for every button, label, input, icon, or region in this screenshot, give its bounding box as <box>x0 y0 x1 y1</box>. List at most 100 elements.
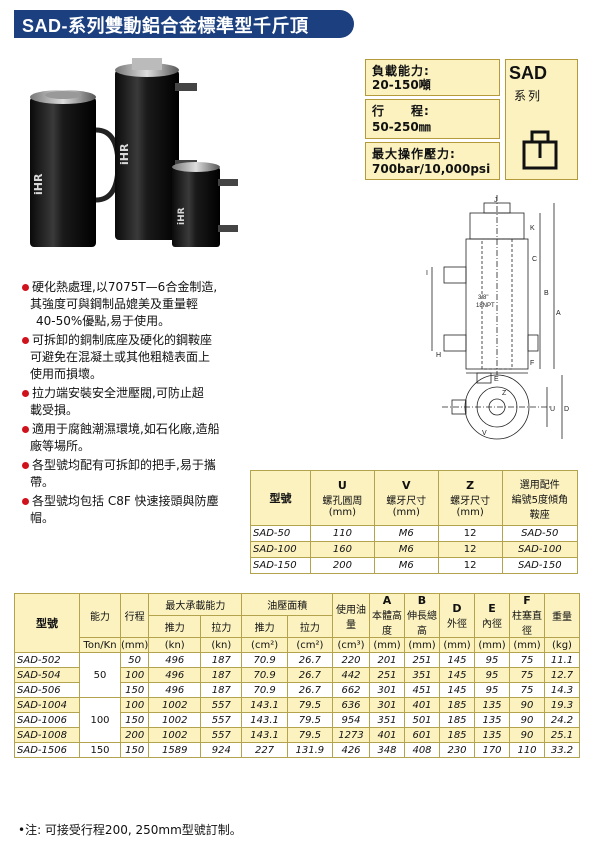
cell-push: 496 <box>148 652 202 668</box>
cell-model: SAD-502 <box>14 652 80 668</box>
capacity-label: 負載能力: <box>372 64 430 78</box>
main-header-area: 油壓面積 <box>241 593 333 616</box>
cell-a: 401 <box>369 727 405 743</box>
svg-text:iHR: iHR <box>177 207 187 225</box>
main-header-pull: 拉力 <box>200 615 243 638</box>
stroke-value: 50-250㎜ <box>372 120 431 134</box>
cell-push-area: 143.1 <box>241 727 288 743</box>
cell-weight: 19.3 <box>544 697 580 713</box>
cell-model: SAD-506 <box>14 682 80 698</box>
cell-a: 348 <box>369 742 405 758</box>
feature-line: 廠等場所。 <box>30 439 91 453</box>
dim-label-d: D <box>564 406 569 413</box>
main-header-capacity: 能力 <box>79 593 121 638</box>
feature-line: 其強度可與鋼制品媲美及重量輕 <box>30 297 199 311</box>
unit-a: (mm) <box>369 637 405 653</box>
cell-oil: 442 <box>332 667 370 683</box>
cell-z: 12 <box>437 541 503 558</box>
cell-a: 301 <box>369 697 405 713</box>
cell-push: 496 <box>148 682 202 698</box>
cell-d: 145 <box>439 682 475 698</box>
unit-push-area: (cm²) <box>241 637 288 653</box>
cell-b: 408 <box>404 742 440 758</box>
cell-oil: 220 <box>332 652 370 668</box>
cell-model: SAD-1004 <box>14 697 80 713</box>
cell-weight: 33.2 <box>544 742 580 758</box>
col-header-u: U 螺孔圓周 (mm) <box>309 470 375 526</box>
cell-stroke: 150 <box>119 682 150 698</box>
cell-b: 451 <box>404 682 440 698</box>
cell-push-area: 70.9 <box>241 682 288 698</box>
cell-d: 145 <box>439 667 475 683</box>
cell-e: 95 <box>474 682 510 698</box>
cell-e: 135 <box>474 697 510 713</box>
cell-e: 95 <box>474 652 510 668</box>
dim-label-c: C <box>532 256 537 263</box>
cell-pull: 557 <box>200 697 243 713</box>
cell-weight: 24.2 <box>544 712 580 728</box>
unit-capacity: Ton/Kn <box>79 637 121 653</box>
unit-weight: (kg) <box>544 637 580 653</box>
cell-d: 185 <box>439 712 475 728</box>
cell-pull-area: 131.9 <box>286 742 334 758</box>
bullet-dot <box>22 426 29 433</box>
feature-line: 拉力端安裝安全泄壓閥,可防止超 <box>32 386 204 400</box>
cell-oil: 954 <box>332 712 370 728</box>
cell-stroke: 150 <box>119 712 150 728</box>
main-header-weight: 重量 <box>544 593 580 638</box>
capacity-value: 20-150噸 <box>372 78 431 92</box>
cell-oil: 636 <box>332 697 370 713</box>
title-bar <box>14 10 354 38</box>
main-header-oil: 使用油量 <box>332 593 370 638</box>
cell-pull-area: 79.5 <box>286 697 334 713</box>
feature-line: 帶。 <box>30 475 55 489</box>
cell-pull-area: 26.7 <box>286 667 334 683</box>
bullet-dot <box>22 462 29 469</box>
stroke-box <box>365 99 500 139</box>
cell-v: M6 <box>373 541 439 558</box>
main-header-push-area: 推力 <box>241 615 288 638</box>
double-acting-jack-icon <box>522 130 558 170</box>
cell-d: 230 <box>439 742 475 758</box>
feature-line: 使用而損壞。 <box>30 367 103 381</box>
cell-e: 135 <box>474 727 510 743</box>
col-header-model: 型號 <box>250 470 311 526</box>
feature-line: 適用于腐蝕潮濕環境,如石化廠,造船 <box>32 422 220 436</box>
cell-v: M6 <box>373 525 439 542</box>
cell-z: 12 <box>437 557 503 574</box>
cell-pull: 924 <box>200 742 243 758</box>
cell-oil: 1273 <box>332 727 370 743</box>
cell-model: SAD-1506 <box>14 742 80 758</box>
cell-b: 601 <box>404 727 440 743</box>
pressure-box <box>365 142 500 180</box>
unit-d: (mm) <box>439 637 475 653</box>
page-title: SAD-系列雙動鋁合金標準型千斤頂 <box>22 16 309 36</box>
cell-v: M6 <box>373 557 439 574</box>
cell-pull-area: 26.7 <box>286 652 334 668</box>
cell-push: 1002 <box>148 712 202 728</box>
cell-pull: 187 <box>200 667 243 683</box>
cell-f: 75 <box>509 652 545 668</box>
dim-label-h: H <box>436 352 441 359</box>
cell-saddle: SAD-150 <box>501 557 579 574</box>
col-header-saddle: 選用配件 編號5度傾角 鞍座 <box>501 470 579 526</box>
dim-label-j: J <box>494 197 498 204</box>
dim-label-u: U <box>550 406 555 413</box>
cell-model: SAD-1006 <box>14 712 80 728</box>
pressure-value: 700bar/10,000psi <box>372 162 491 176</box>
cell-pull: 187 <box>200 652 243 668</box>
cell-stroke: 200 <box>119 727 150 743</box>
series-box <box>505 59 578 180</box>
stroke-label: 行 程: <box>372 104 430 118</box>
cell-saddle: SAD-50 <box>501 525 579 542</box>
col-header-v: V 螺牙尺寸 (mm) <box>373 470 439 526</box>
